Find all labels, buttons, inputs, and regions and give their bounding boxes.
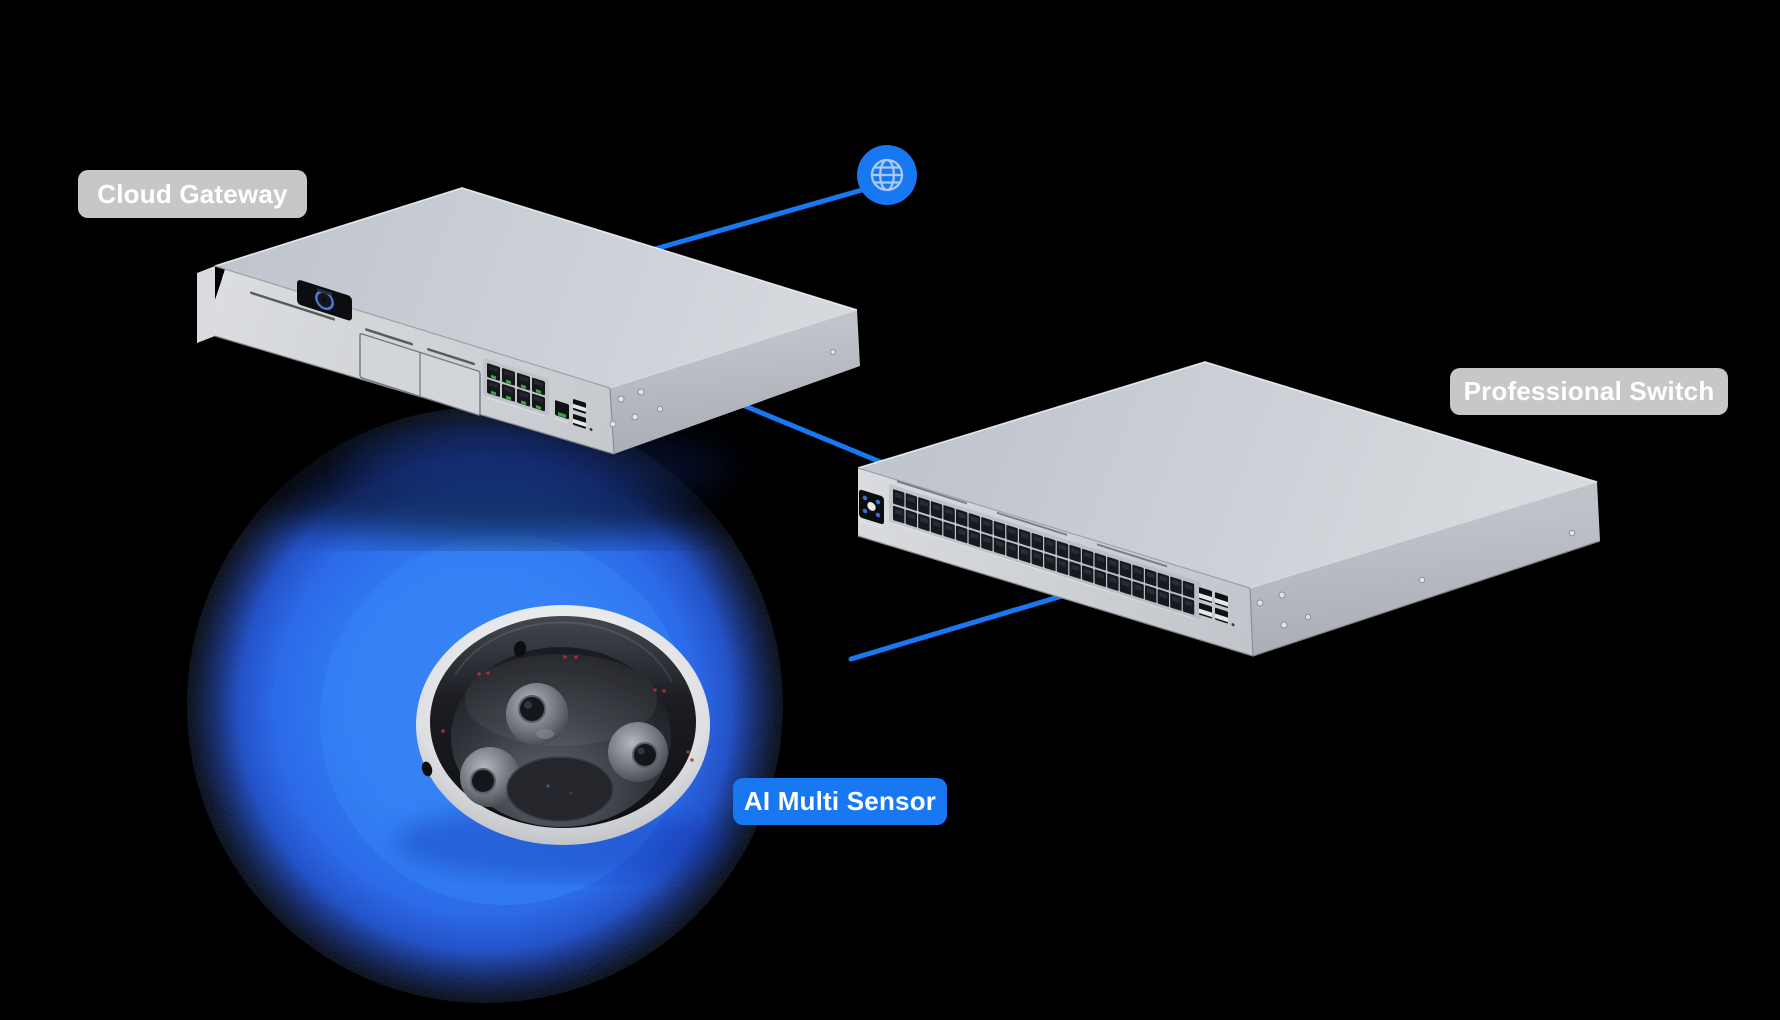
cloud-gateway-label-text: Cloud Gateway bbox=[97, 178, 288, 209]
professional-switch-device bbox=[857, 361, 1601, 657]
professional-switch-label-text: Professional Switch bbox=[1463, 376, 1715, 406]
ai-multi-sensor-camera bbox=[416, 605, 710, 845]
connection-line-gateway-switch bbox=[725, 396, 891, 468]
camera-ir-leds bbox=[441, 655, 694, 762]
switch-display bbox=[859, 489, 884, 529]
ai-multi-sensor-label-text: AI Multi Sensor bbox=[743, 786, 937, 816]
camera-center-plate bbox=[506, 756, 614, 822]
cloud-gateway-device bbox=[197, 187, 860, 455]
camera-side-notch bbox=[421, 761, 433, 777]
camera-lens-right bbox=[608, 722, 668, 782]
gateway-ethernet-ports bbox=[483, 358, 549, 417]
gateway-drive-bay bbox=[250, 291, 481, 416]
gateway-sfp-ports bbox=[555, 399, 593, 432]
switch-ethernet-ports bbox=[889, 480, 1201, 620]
connection-line-switch-camera bbox=[848, 587, 1085, 662]
connections bbox=[645, 187, 1085, 662]
ai-multi-sensor-label: AI Multi Sensor bbox=[733, 778, 947, 825]
cloud-gateway-label: Cloud Gateway bbox=[78, 170, 307, 218]
switch-sfp-ports bbox=[1199, 587, 1235, 627]
switch-screws bbox=[1256, 529, 1576, 629]
connection-line-internet-gateway bbox=[645, 187, 865, 254]
professional-switch-label: Professional Switch bbox=[1450, 368, 1728, 415]
camera-lens-left bbox=[460, 747, 520, 807]
camera-lens-top bbox=[506, 683, 568, 745]
gateway-screws bbox=[609, 348, 837, 428]
globe-icon bbox=[857, 145, 917, 205]
